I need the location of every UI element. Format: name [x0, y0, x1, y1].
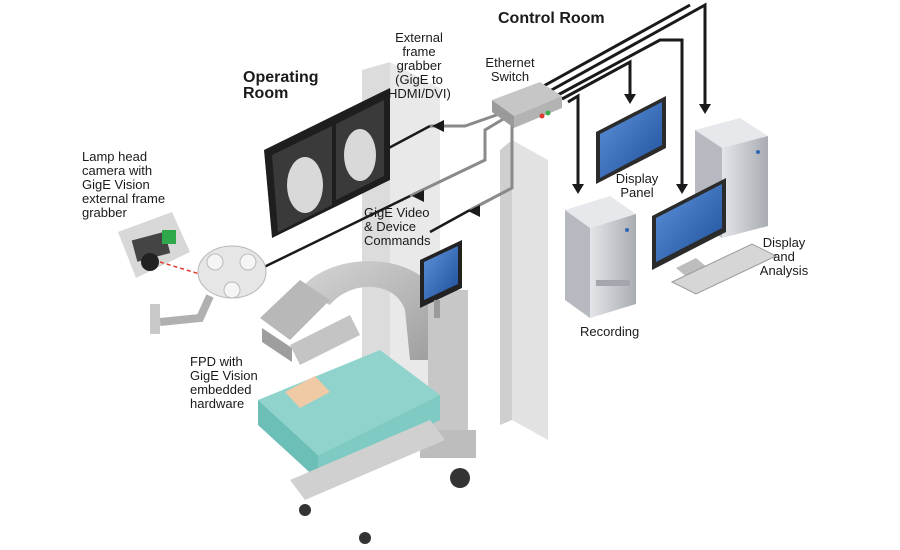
display-panel: [596, 96, 666, 184]
operating-room-monitors: [264, 88, 390, 238]
c-arm-monitor: [420, 240, 462, 318]
label-ethernet-switch: Ethernet Switch: [485, 55, 535, 84]
label-lamp-head-camera: Lamp head camera with GigE Vision extern…: [82, 149, 166, 220]
video-cables: [261, 124, 471, 270]
label-recording: Recording: [580, 324, 640, 339]
c-arm: [260, 261, 476, 488]
label-display-panel: Display Panel: [615, 171, 659, 200]
label-display-and-analysis: Display and Analysis: [759, 235, 809, 278]
surgical-lamp: [150, 245, 267, 334]
network-cables-control-room: [539, 2, 707, 190]
control-room-wall: [500, 140, 548, 440]
label-gige-video-commands: GigE Video & Device Commands: [364, 205, 431, 248]
ethernet-switch: [492, 82, 562, 128]
label-fpd: FPD with GigE Vision embedded hardware: [190, 354, 258, 411]
label-control-room: Control Room: [498, 10, 605, 27]
label-operating-room: Operating Room: [243, 69, 319, 102]
recording-pc: [565, 196, 636, 318]
analysis-workstation: [652, 118, 778, 295]
patient-table: [258, 350, 445, 544]
label-external-frame-grabber: External frame grabber (GigE to HDMI/DVI…: [388, 30, 451, 101]
arrowheads: [412, 94, 711, 217]
